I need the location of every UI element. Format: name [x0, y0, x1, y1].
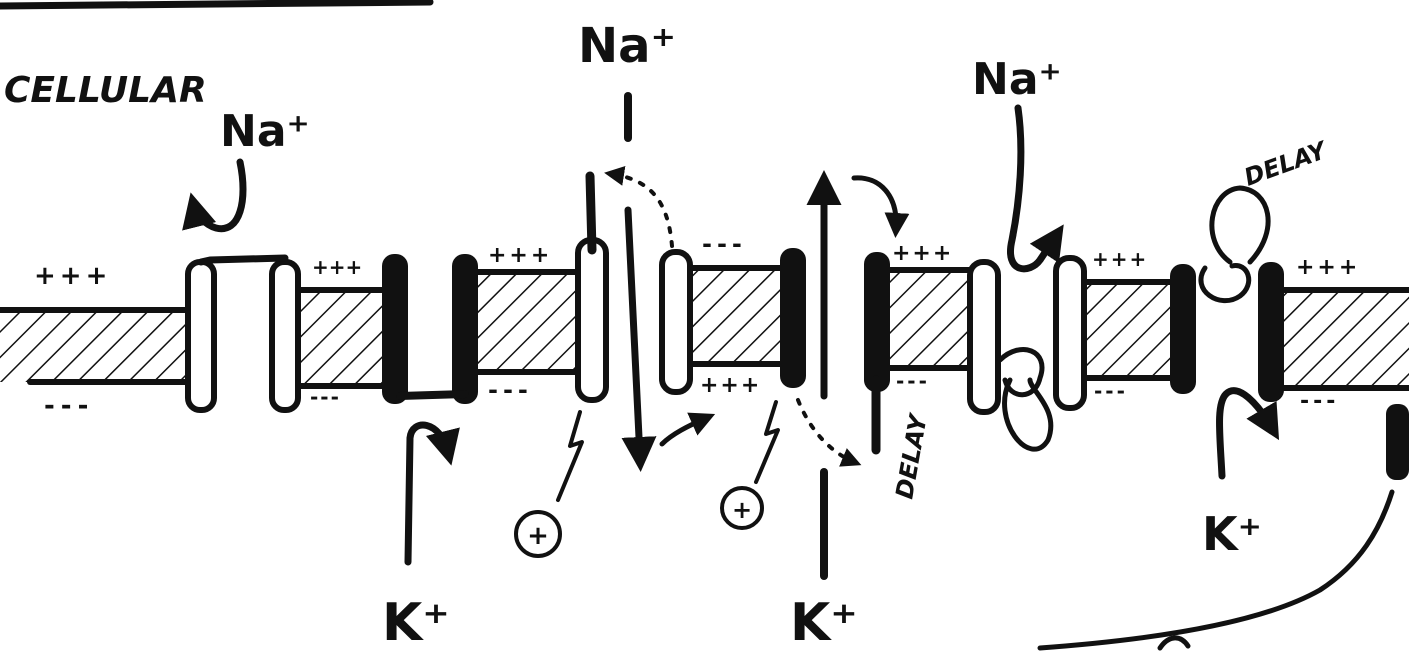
- charge-inside: ---: [488, 376, 533, 404]
- membrane-segment: [880, 270, 982, 368]
- delay-label-1: DELAY: [1240, 135, 1332, 191]
- charge-inside: ---: [702, 230, 747, 258]
- arrow-na-in-2: [1007, 104, 1064, 273]
- charge-outside: +++: [1092, 247, 1148, 271]
- charge-outside: +++: [892, 241, 953, 266]
- charge-outside: +++: [312, 255, 362, 279]
- potassium-channel-2: [780, 248, 890, 455]
- arrow-feedback-2: [796, 398, 862, 467]
- potassium-channel-1: [382, 254, 478, 404]
- delay-gate: [1198, 263, 1252, 304]
- sodium-label-2: Na⁺: [578, 18, 676, 74]
- sodium-channel-3: [967, 255, 1087, 452]
- membrane-segment: [296, 290, 388, 386]
- charge-inside: ---: [310, 385, 341, 409]
- inactivation-gate: [997, 347, 1045, 398]
- arrow-na-down: [621, 206, 657, 472]
- stimulus-line: [1037, 489, 1395, 651]
- stimulus-bump: [1157, 635, 1191, 651]
- membrane-segment: [470, 272, 588, 372]
- lightning-icon: [556, 410, 584, 502]
- charge-outside: +++: [488, 243, 552, 268]
- charge-inside: ---: [44, 391, 94, 421]
- charge-outside: +++: [700, 373, 761, 398]
- sodium-label-1: Na⁺: [220, 106, 310, 157]
- potassium-label-1: K⁺: [382, 593, 450, 652]
- arrow-na-in-1: [182, 158, 247, 233]
- svg-text:+: +: [732, 496, 752, 524]
- membrane-segment: [1276, 290, 1409, 388]
- top-border-line: [0, 0, 434, 10]
- svg-text:+: +: [527, 521, 549, 551]
- membrane-segment: [0, 310, 195, 382]
- cellular-label: CELLULAR: [4, 70, 207, 111]
- potassium-label-2: K⁺: [790, 593, 858, 652]
- membrane-segment: [686, 268, 792, 364]
- positive-ion-2: +: [720, 486, 764, 530]
- arrow-k-out-1: [404, 421, 460, 566]
- arrow-curve-2: [851, 175, 910, 238]
- potassium-channel-3: [1170, 185, 1284, 402]
- charge-outside: +++: [1296, 255, 1360, 280]
- charge-inside: ---: [1094, 379, 1128, 403]
- sodium-channel-2: [575, 171, 693, 403]
- channel-fragment: [1386, 404, 1409, 480]
- arrow-curve-1: [659, 412, 716, 447]
- sodium-channel-1: [185, 254, 301, 413]
- positive-ion-1: +: [514, 510, 562, 558]
- charge-labels: +++ --- +++ --- +++ --- --- +++ +++ --- …: [34, 230, 1360, 421]
- lightning-icon: [754, 400, 780, 484]
- arrow-feedback-1: [604, 165, 674, 248]
- delay-label-2: DELAY: [890, 410, 933, 501]
- charge-inside: ---: [896, 369, 930, 393]
- stimulus-bolts: [556, 400, 780, 502]
- sodium-label-3: Na⁺: [972, 54, 1062, 105]
- membrane: [0, 265, 1409, 391]
- charge-outside: +++: [34, 261, 111, 291]
- charge-inside: ---: [1300, 389, 1339, 414]
- ion-flow-arrows: [182, 92, 1395, 651]
- potassium-label-3: K⁺: [1202, 507, 1262, 561]
- arrow-k-out-2: [1216, 387, 1280, 480]
- membrane-segment: [1084, 282, 1182, 378]
